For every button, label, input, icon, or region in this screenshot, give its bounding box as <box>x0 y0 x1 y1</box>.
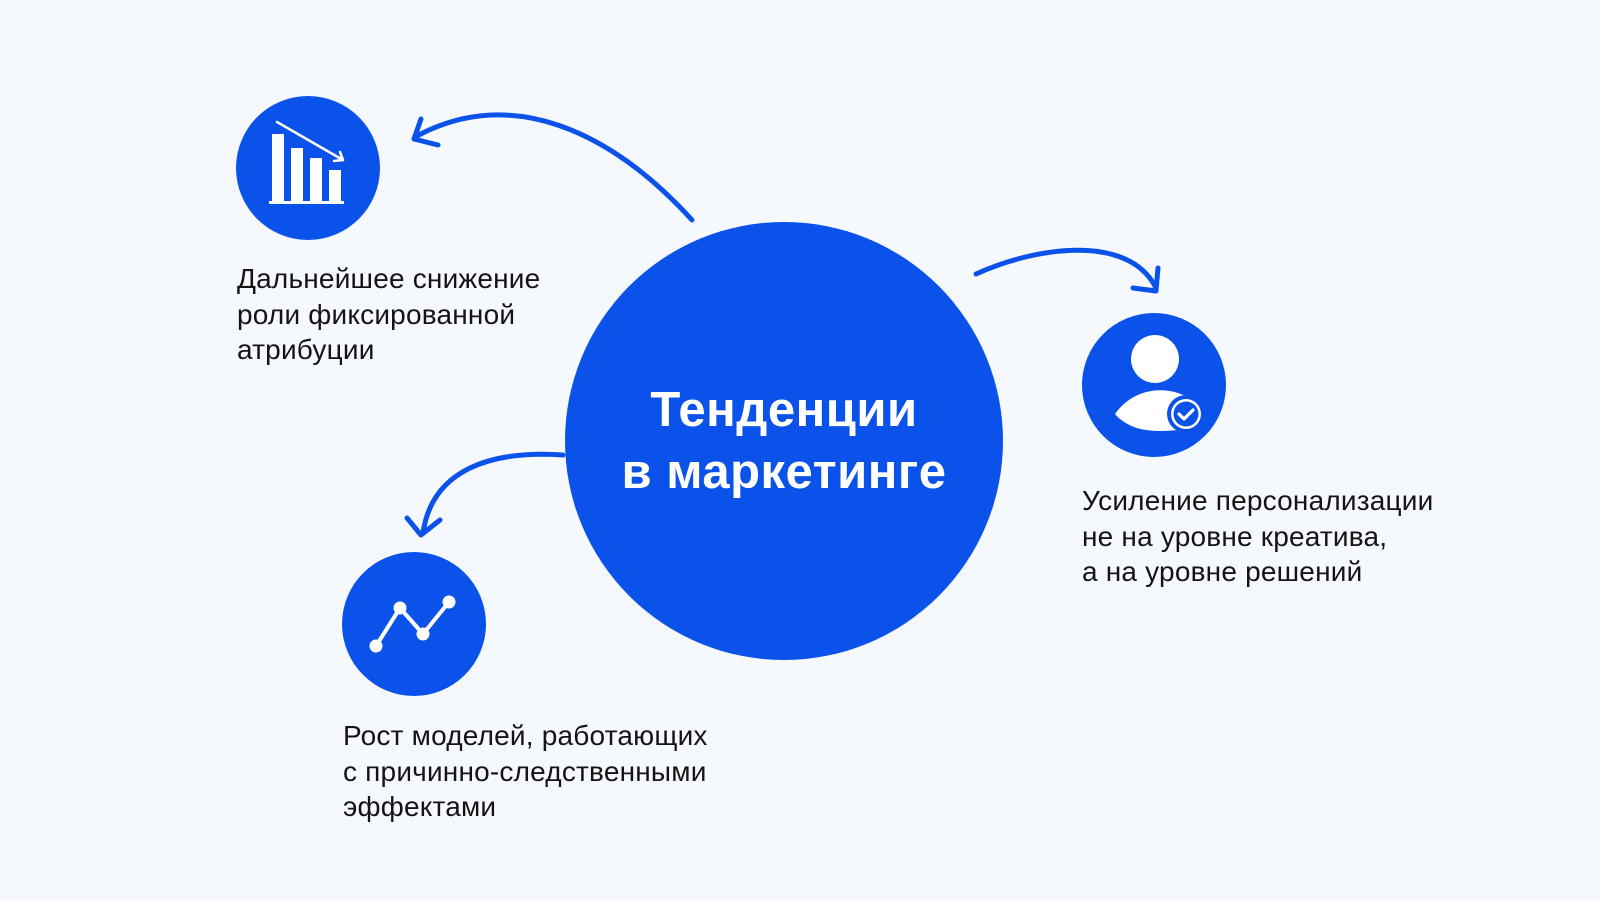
causal-models-caption-line-1: Рост моделей, работающих <box>343 720 708 751</box>
line-chart-growth-icon <box>369 595 456 653</box>
arrow-to-causal-models <box>420 451 566 536</box>
arrow-to-attribution <box>412 112 695 223</box>
arrowhead-attribution <box>411 116 441 148</box>
personalization-icon-circle <box>1082 313 1226 457</box>
central-topic-title: Тенденции в маркетинге <box>621 379 946 503</box>
verified-user-icon <box>1115 335 1205 433</box>
declining-bar-chart-icon <box>269 120 345 204</box>
personalization-caption-line-1: Усиление персонализации <box>1082 485 1434 516</box>
attribution-caption: Дальнейшее снижение роли фиксированной а… <box>237 261 540 368</box>
arrow-to-personalization <box>973 247 1159 291</box>
causal-models-caption: Рост моделей, работающих с причинно-след… <box>343 718 708 825</box>
attribution-caption-line-1: Дальнейшее снижение <box>237 263 541 294</box>
personalization-caption-line-2: не на уровне креатива, <box>1082 520 1388 552</box>
arrowhead-personalization <box>1130 265 1161 294</box>
arrowhead-causal-models <box>404 515 443 538</box>
attribution-caption-line-3: атрибуции <box>237 334 375 365</box>
personalization-caption-line-3: а на уровне решений <box>1082 556 1363 587</box>
central-topic-circle: Тенденции в маркетинге <box>565 222 1003 660</box>
attribution-icon-circle <box>236 96 380 240</box>
causal-models-caption-line-2: с причинно-следственными <box>343 755 707 787</box>
central-title-line-1: Тенденции <box>650 383 918 437</box>
causal-models-icon-circle <box>342 552 486 696</box>
personalization-caption: Усиление персонализации не на уровне кре… <box>1082 483 1433 590</box>
central-title-line-2: в маркетинге <box>621 445 947 499</box>
causal-models-caption-line-3: эффектами <box>343 791 497 822</box>
attribution-caption-line-2: роли фиксированной <box>237 298 516 330</box>
